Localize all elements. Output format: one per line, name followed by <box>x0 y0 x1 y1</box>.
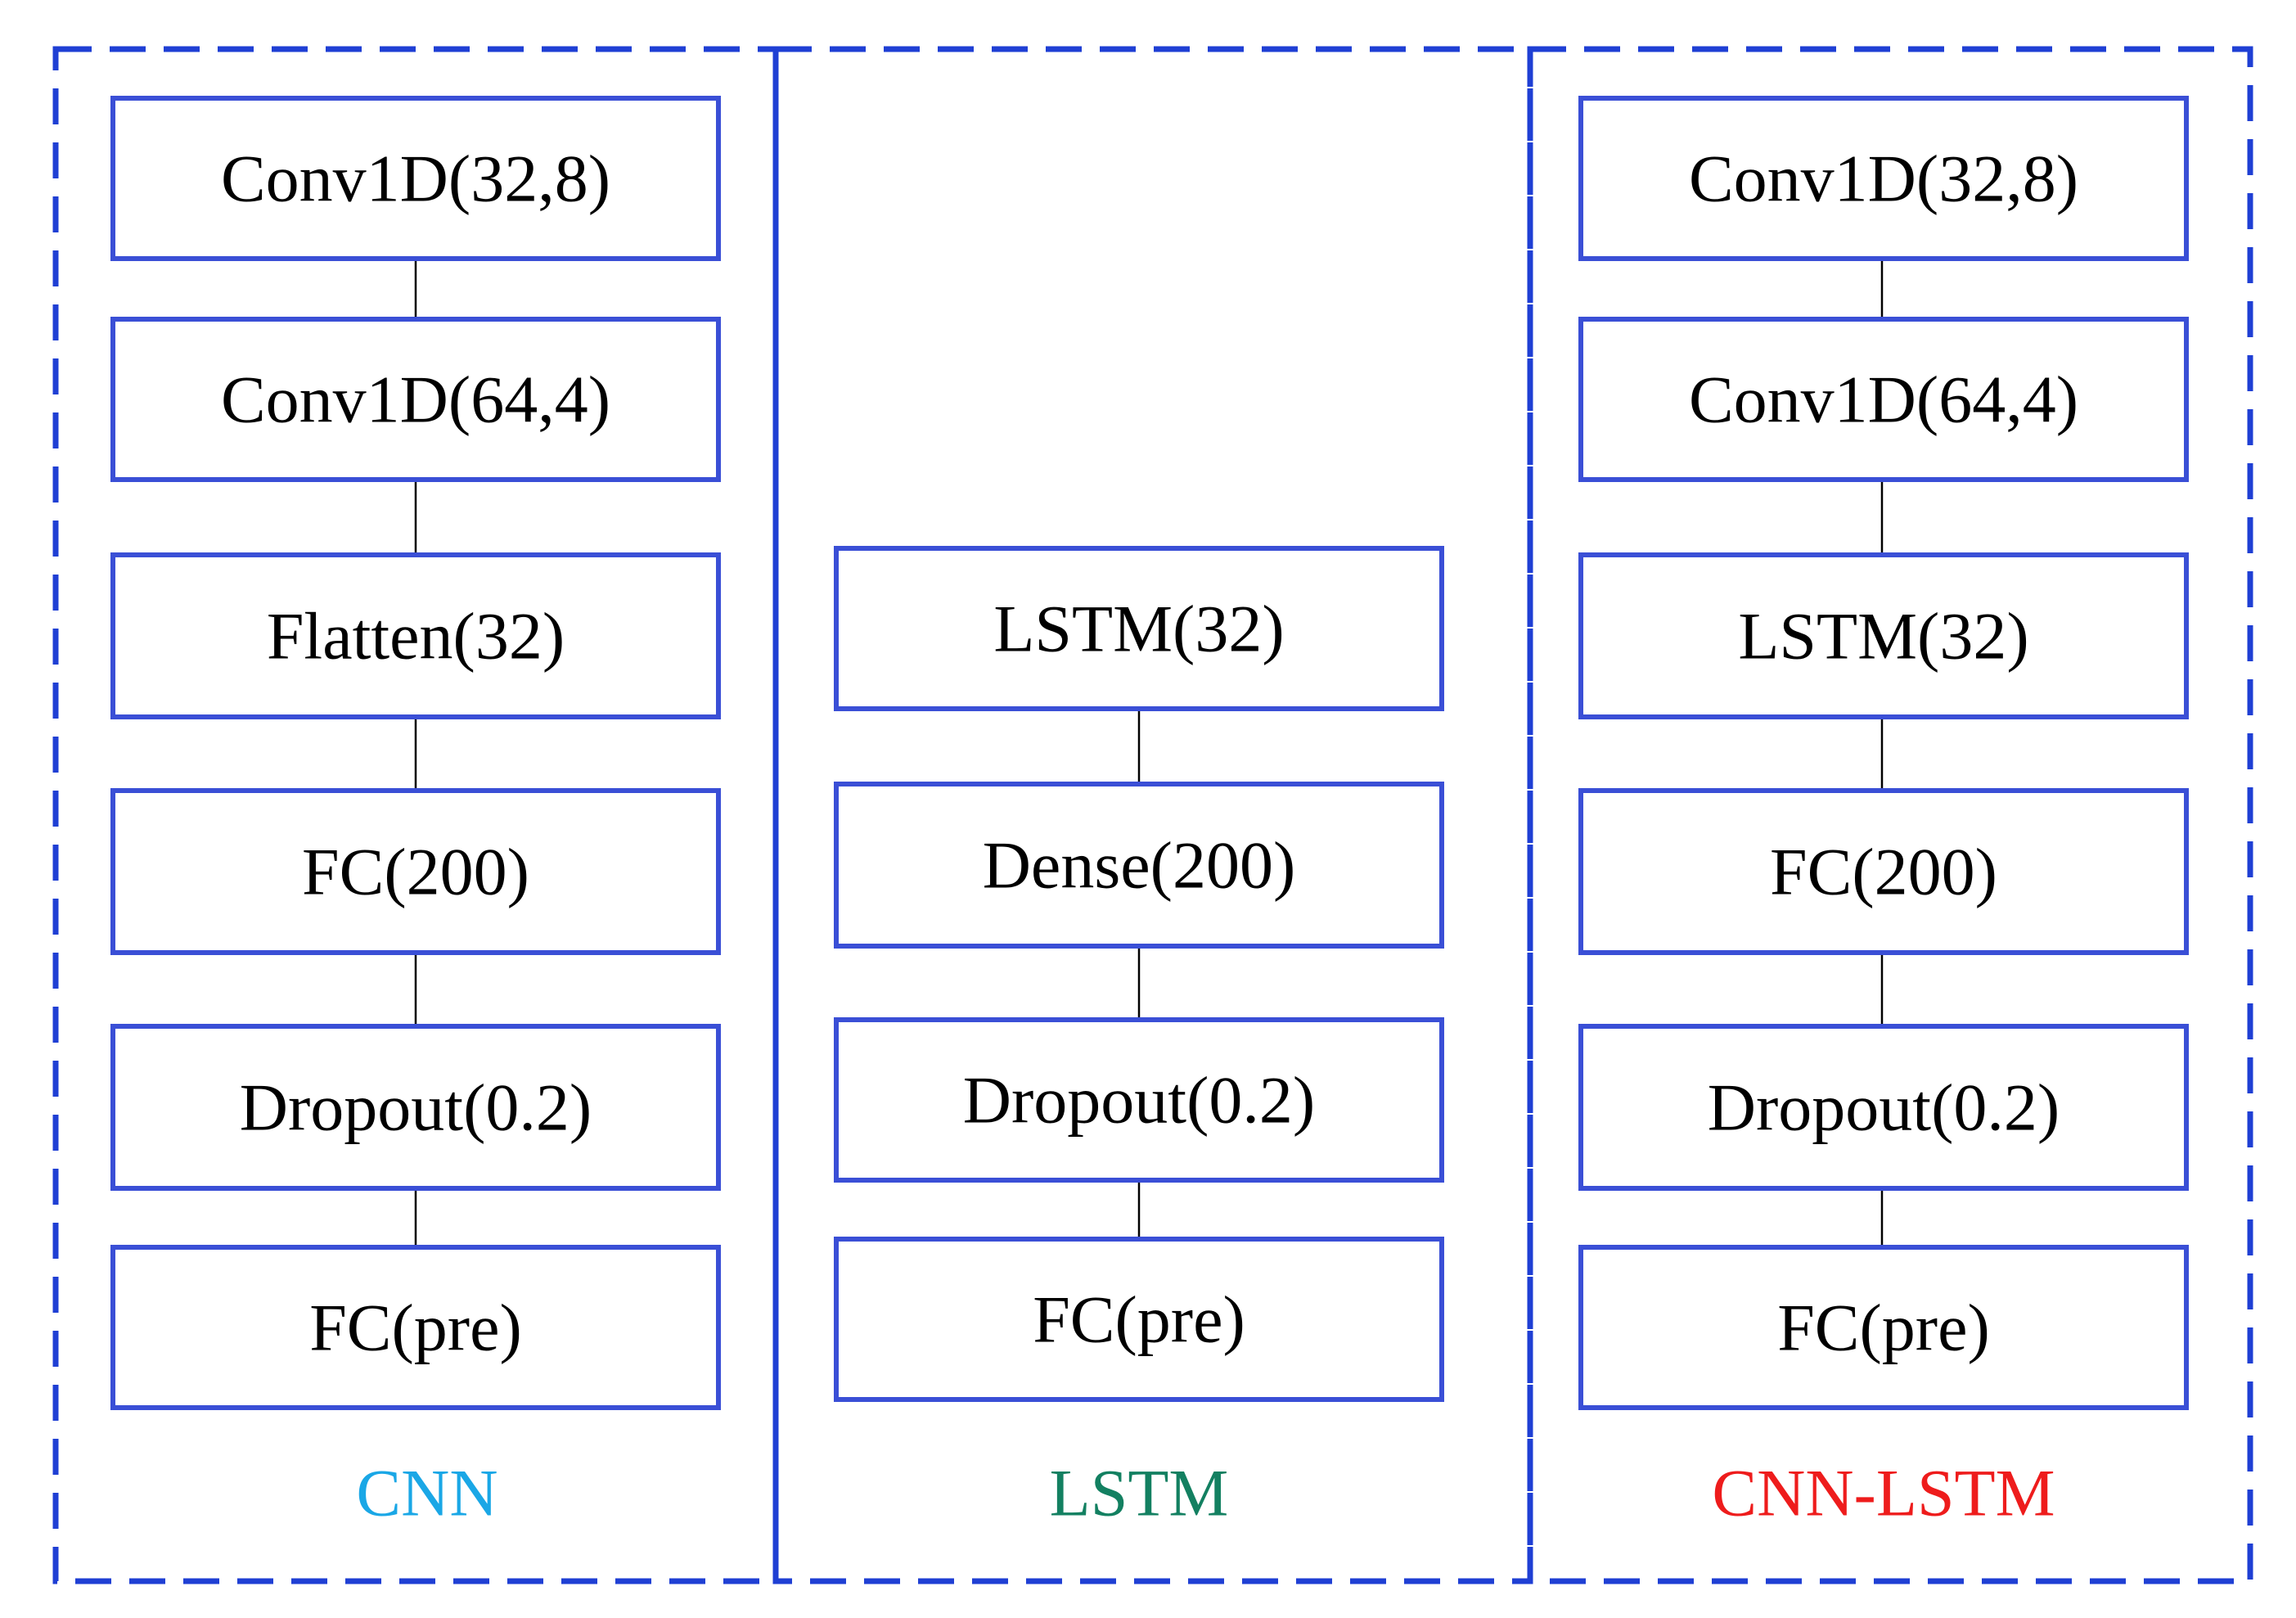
cnn-layer-box <box>110 96 721 261</box>
cnn-lstm-layer-box <box>1578 1024 2189 1191</box>
lstm-panel: LSTM(32) Dense(200) Dropout(0.2) FC(pre)… <box>834 546 1444 1530</box>
cnn-lstm-layer-box <box>1578 552 2189 719</box>
cnn-lstm-caption: CNN-LSTM <box>1712 1456 2055 1530</box>
lstm-layer-box <box>834 546 1444 711</box>
cnn-lstm-layer-label: FC(pre) <box>1777 1291 1990 1365</box>
lstm-layer-label: LSTM(32) <box>993 592 1284 666</box>
lstm-caption: LSTM <box>1050 1456 1229 1530</box>
cnn-layer-label: Conv1D(64,4) <box>221 363 610 437</box>
lstm-layer-box <box>834 1237 1444 1402</box>
cnn-lstm-panel-border <box>1527 46 2253 1584</box>
cnn-lstm-layer-box <box>1578 317 2189 482</box>
cnn-layer-box <box>110 317 721 482</box>
cnn-lstm-layer-label: Conv1D(32,8) <box>1689 142 2078 216</box>
cnn-lstm-layer-box <box>1578 788 2189 955</box>
cnn-layer-label: FC(200) <box>302 835 529 909</box>
cnn-layer-box <box>110 1245 721 1410</box>
lstm-layer-label: Dropout(0.2) <box>963 1063 1315 1138</box>
cnn-panel: Conv1D(32,8) Conv1D(64,4) Flatten(32) FC… <box>110 96 721 1530</box>
cnn-lstm-layer-label: Conv1D(64,4) <box>1689 363 2078 437</box>
cnn-lstm-layer-label: LSTM(32) <box>1738 599 2028 674</box>
cnn-lstm-panel: Conv1D(32,8) Conv1D(64,4) LSTM(32) FC(20… <box>1578 96 2189 1530</box>
cnn-layer-box <box>110 788 721 955</box>
lstm-layer-label: Dense(200) <box>983 828 1296 903</box>
cnn-lstm-layer-box <box>1578 1245 2189 1410</box>
cnn-lstm-layer-box <box>1578 96 2189 261</box>
cnn-layer-label: FC(pre) <box>309 1291 522 1365</box>
lstm-layer-box <box>834 782 1444 949</box>
cnn-layer-box <box>110 552 721 719</box>
cnn-layer-label: Conv1D(32,8) <box>221 142 610 216</box>
cnn-lstm-layer-label: FC(200) <box>1770 835 1997 909</box>
cnn-lstm-layer-label: Dropout(0.2) <box>1708 1070 2060 1145</box>
lstm-layer-box <box>834 1017 1444 1183</box>
cnn-layer-label: Dropout(0.2) <box>240 1070 592 1145</box>
cnn-layer-box <box>110 1024 721 1191</box>
lstm-layer-label: FC(pre) <box>1033 1282 1245 1357</box>
cnn-layer-label: Flatten(32) <box>267 599 565 674</box>
cnn-caption: CNN <box>356 1456 497 1530</box>
